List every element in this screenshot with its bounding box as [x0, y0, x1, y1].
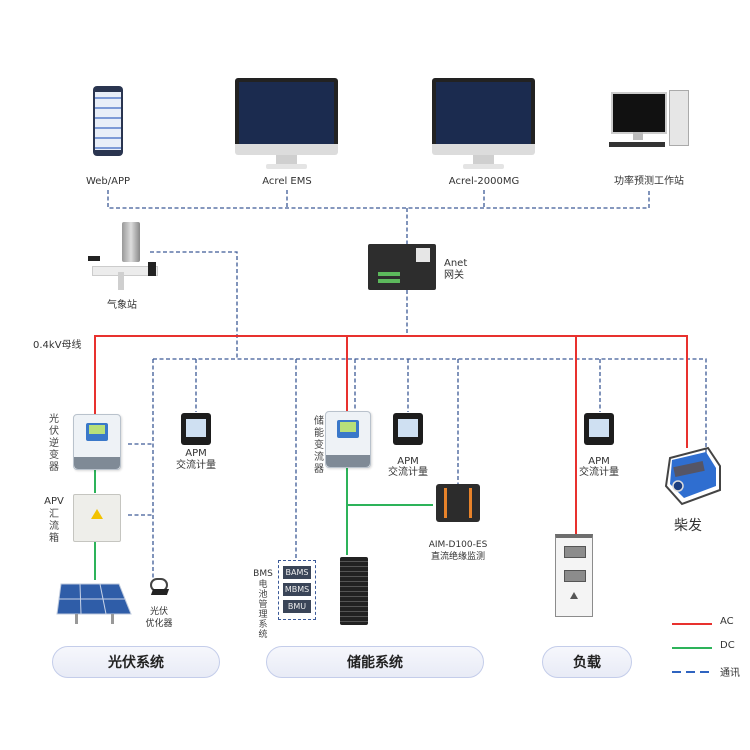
weather-station-icon [86, 222, 166, 292]
apm-meter-pv-icon[interactable] [181, 413, 211, 445]
gateway-label-line2: 网关 [444, 270, 464, 281]
comm-weather [150, 251, 238, 359]
pcs-label: 储能变流器 [314, 416, 324, 475]
apv-combiner-box-icon[interactable] [73, 494, 121, 542]
solar-panel-icon [56, 583, 132, 624]
battery-rack-icon [340, 557, 368, 625]
legend-comm-label: 通讯 [720, 668, 740, 679]
pv-optimizer-label-line2: 优化器 [145, 619, 173, 629]
comm-lower-bus [153, 358, 707, 460]
legend-item-comm: 通讯 [672, 664, 750, 679]
pv-optimizer-icon [146, 578, 170, 598]
aim-label-line1: AIM-D100-ES [428, 540, 488, 550]
acrel-ems-monitor-icon [235, 78, 338, 170]
load-cabinet-icon[interactable] [555, 534, 593, 617]
power-forecast-workstation-label[interactable]: 功率预测工作站 [614, 176, 684, 187]
combiner-label-top: APV [44, 496, 64, 507]
aim-d100-es-icon[interactable] [436, 484, 480, 522]
apm-load-label-line1: APM [588, 456, 610, 467]
aim-label-line2: 直流绝缘监测 [430, 552, 485, 562]
ac-lines [94, 335, 688, 536]
apm-pv-label-line1: APM [185, 448, 207, 459]
legend-ac-swatch [672, 623, 712, 625]
legend-item-dc: DC [672, 640, 750, 654]
combiner-label: 汇流箱 [49, 509, 59, 544]
dc-lines [94, 466, 433, 580]
apm-meter-storage-icon[interactable] [393, 413, 423, 445]
diesel-generator-icon[interactable] [662, 446, 722, 508]
legend-comm-swatch [672, 671, 712, 673]
bms-label: 电池管理系统 [258, 580, 268, 640]
legend-item-ac: AC [672, 616, 750, 630]
legend: AC DC 通讯 [672, 616, 750, 680]
legend-ac-label: AC [720, 616, 734, 627]
storage-system-button[interactable]: 储能系统 [266, 646, 484, 678]
gateway-label-line1[interactable]: Anet [444, 258, 468, 269]
pv-inverter-label: 光伏逆变器 [49, 414, 59, 473]
diesel-generator-label: 柴发 [674, 518, 702, 534]
pv-optimizer-label-line1: 光伏 [149, 607, 168, 617]
bms-item-bams[interactable]: BAMS [283, 566, 311, 579]
comm-lines [107, 190, 707, 580]
apm-storage-label-line1: APM [397, 456, 419, 467]
apm-pv-label-line2: 交流计量 [176, 460, 216, 471]
apm-meter-load-icon[interactable] [584, 413, 614, 445]
weather-station-label[interactable]: 气象站 [107, 300, 137, 311]
apm-storage-label-line2: 交流计量 [388, 467, 428, 478]
bus-label: 0.4kV母线 [33, 340, 82, 351]
legend-dc-label: DC [720, 640, 735, 651]
apm-load-label-line2: 交流计量 [579, 467, 619, 478]
ac-bus [94, 335, 688, 448]
acrel-2000mg-label[interactable]: Acrel-2000MG [448, 176, 520, 187]
bms-item-bmu[interactable]: BMU [283, 600, 311, 613]
bms-label-top: BMS [253, 569, 273, 579]
acrel-ems-label[interactable]: Acrel EMS [262, 176, 312, 187]
desktop-pc-icon [609, 90, 689, 152]
load-system-button[interactable]: 负载 [542, 646, 632, 678]
bms-item-mbms[interactable]: MBMS [283, 583, 311, 596]
pcs-inverter-icon[interactable] [325, 411, 371, 468]
bms-group: BAMS MBMS BMU [278, 560, 316, 620]
acrel-2000mg-monitor-icon [432, 78, 535, 170]
comm-top-bus [107, 190, 650, 209]
smartphone-icon [93, 86, 123, 156]
legend-dc-swatch [672, 647, 712, 649]
pv-system-button[interactable]: 光伏系统 [52, 646, 220, 678]
anet-gateway-icon [368, 244, 436, 290]
pv-inverter-icon[interactable] [73, 414, 121, 470]
web-app-label[interactable]: Web/APP [85, 176, 131, 187]
